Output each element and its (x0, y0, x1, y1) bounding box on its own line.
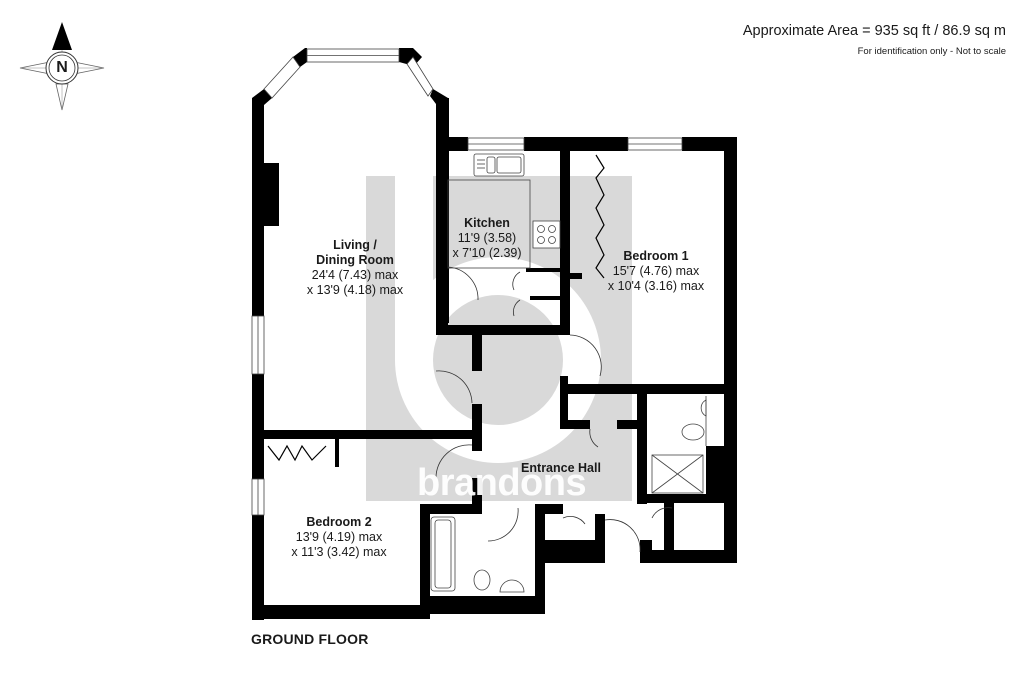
room-dimension: x 10'4 (3.16) max (607, 279, 705, 293)
room-name: Dining Room (316, 253, 394, 267)
room-dimension: x 7'10 (2.39) (452, 246, 522, 260)
walls (252, 48, 737, 620)
room-label-bedroom-2: Bedroom 2 13'9 (4.19) max x 11'3 (3.42) … (291, 515, 386, 560)
room-label-living-dining: Living / Dining Room 24'4 (7.43) max x 1… (307, 238, 403, 298)
room-dimension: x 13'9 (4.18) max (306, 283, 404, 297)
windows (251, 48, 683, 516)
room-dimension: 11'9 (3.58) (457, 231, 517, 245)
room-name: Kitchen (464, 216, 510, 230)
room-label-kitchen: Kitchen 11'9 (3.58) x 7'10 (2.39) (452, 216, 521, 261)
compass-north-label: N (56, 59, 68, 76)
room-dimension: 13'9 (4.19) max (295, 530, 383, 544)
room-name: Bedroom 2 (306, 515, 372, 529)
room-dimension: 24'4 (7.43) max (311, 268, 399, 282)
floor-label: GROUND FLOOR (251, 631, 369, 647)
room-label-entrance-hall: Entrance Hall (521, 461, 601, 476)
room-name: Entrance Hall (521, 461, 601, 475)
room-name: Bedroom 1 (623, 249, 689, 263)
room-name: Living / (333, 238, 377, 252)
doors (435, 266, 673, 553)
scale-disclaimer: For identification only - Not to scale (857, 46, 1006, 57)
north-compass-icon (19, 22, 105, 111)
room-dimension: x 11'3 (3.42) max (291, 545, 387, 559)
approximate-area: Approximate Area = 935 sq ft / 86.9 sq m (742, 23, 1006, 39)
watermark-brand-text: brandons (417, 462, 587, 504)
room-label-bedroom-1: Bedroom 1 15'7 (4.76) max x 10'4 (3.16) … (608, 249, 704, 294)
fittings (267, 153, 707, 593)
room-dimension: 15'7 (4.76) max (612, 264, 700, 278)
